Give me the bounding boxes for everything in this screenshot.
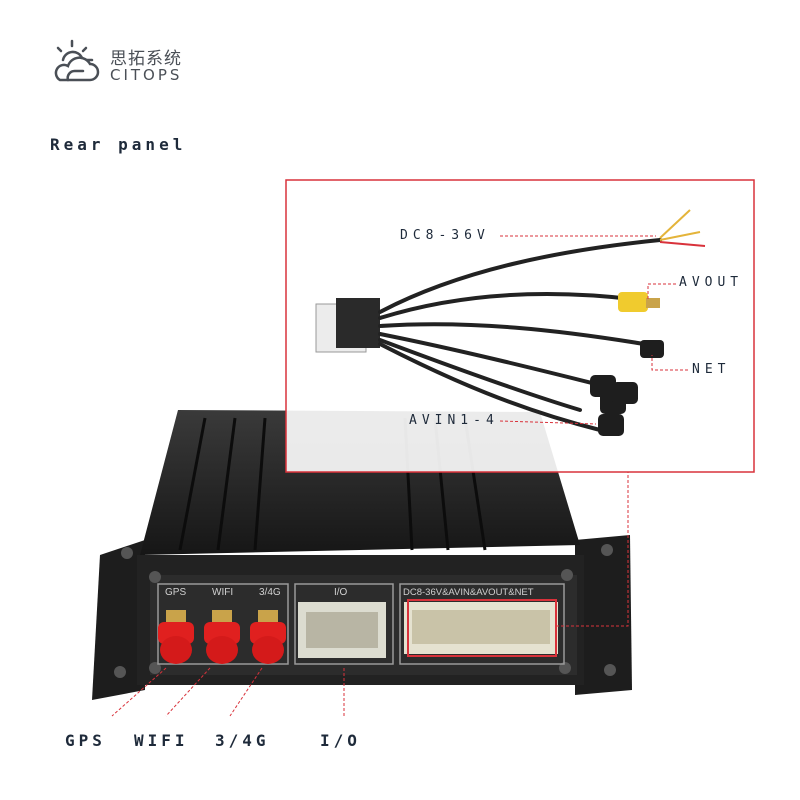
bottom-label-wifi: WIFI <box>134 731 189 750</box>
callout-avout: AVOUT <box>679 275 744 290</box>
panel-label-gps: GPS <box>165 587 187 598</box>
callout-net: NET <box>692 362 731 377</box>
bottom-label-gps: GPS <box>65 731 106 750</box>
panel-label-io: I/O <box>334 587 348 598</box>
panel-label-main: DC8-36V&AVIN&AVOUT&NET <box>403 587 534 598</box>
callout-avin: AVIN1-4 <box>409 413 499 428</box>
bottom-label-cell: 3/4G <box>215 731 270 750</box>
brand-name-en: CITOPS <box>110 66 183 84</box>
bottom-label-io: I/O <box>320 731 361 750</box>
brand-name-cn: 思拓系统 <box>110 49 182 69</box>
cloud-sun-logo-icon <box>54 39 100 82</box>
panel-label-wifi: WIFI <box>212 587 234 598</box>
callout-power: DC8-36V <box>400 228 490 243</box>
page-title: Rear panel <box>50 135 187 154</box>
panel-label-cell: 3/4G <box>259 587 281 598</box>
